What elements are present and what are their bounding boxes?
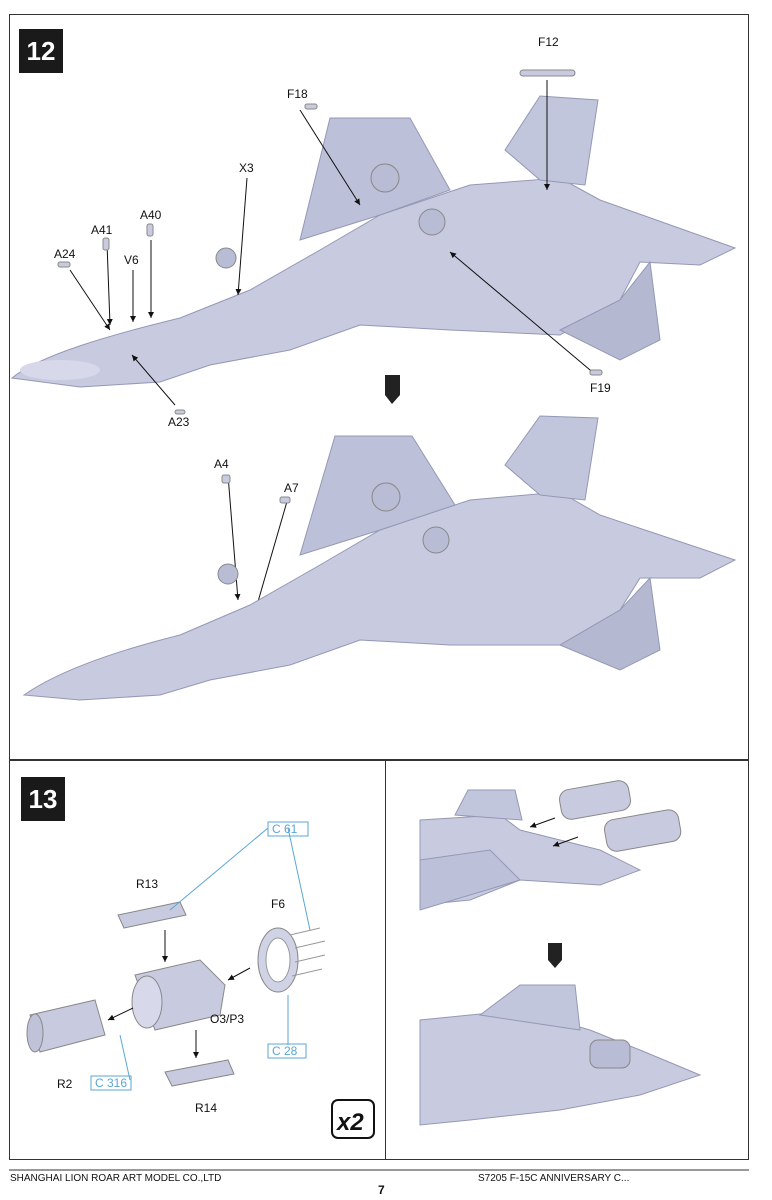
detail-flow-arrow [548,943,562,968]
label-o3p3: O3/P3 [210,1012,244,1026]
step-flow-arrow [385,375,400,404]
quantity-badge [331,1099,375,1139]
step-13-color-callouts [90,821,311,1091]
label-f12: F12 [538,35,559,49]
step-12-part-shapes [57,69,603,504]
antenna-dish-left [370,163,400,193]
label-a23: A23 [168,415,190,429]
label-x3: X3 [239,161,254,175]
detail-arrows [529,817,579,847]
label-c28: C 28 [272,1044,298,1058]
aircraft-fuselage [10,177,737,388]
label-a24: A24 [54,247,76,261]
label-a7: A7 [284,481,299,495]
label-a40: A40 [140,208,162,222]
step-12-badge: 12 [19,29,63,73]
footer-page-number: 7 [378,1183,385,1197]
label-c61: C 61 [272,822,298,836]
detail-view-after [419,984,702,1126]
step-12-labels: F12 F18 X3 A40 A41 V6 A24 A23 F19 A4 A7 [54,35,611,495]
footer-product: S7205 F-15C ANNIVERSARY C... [478,1173,630,1184]
aircraft-top-view-1 [10,95,737,388]
antenna-dish-right [422,526,450,554]
aircraft-stabilizer [558,260,661,361]
label-f19: F19 [590,381,611,395]
label-r14: R14 [195,1101,217,1115]
antenna-dish-cockpit [215,247,237,269]
label-r13: R13 [136,877,158,891]
label-f18: F18 [287,87,308,101]
nozzle-assembly [26,901,326,1087]
step-12-callouts [69,80,597,613]
label-r2: R2 [57,1077,73,1091]
antenna-dish-left [371,482,401,512]
aircraft-tail-fin [504,95,599,186]
aircraft-stabilizer [558,576,661,671]
quantity-multiplier: x2 [335,1109,364,1136]
step-13-arrows [107,930,251,1058]
detail-view-before [419,780,682,911]
label-v6: V6 [124,253,139,267]
aircraft-radome-highlight [20,360,100,380]
step-13-badge: 13 [21,777,65,821]
aircraft-tail-fin [504,415,599,501]
part-r13 [117,901,187,929]
footer-company: SHANGHAI LION ROAR ART MODEL CO.,LTD [10,1173,222,1184]
label-c316: C 316 [95,1076,127,1090]
aircraft-top-view-2 [22,415,737,701]
antenna-dish-right [418,208,446,236]
label-a41: A41 [91,223,113,237]
label-f6: F6 [271,897,285,911]
step-13-labels: C 61 R13 F6 O3/P3 R2 C 316 R14 C 28 [57,822,298,1115]
part-r14 [164,1059,235,1087]
aircraft-fuselage [22,491,737,701]
antenna-dish-cockpit [217,563,239,585]
label-a4: A4 [214,457,229,471]
